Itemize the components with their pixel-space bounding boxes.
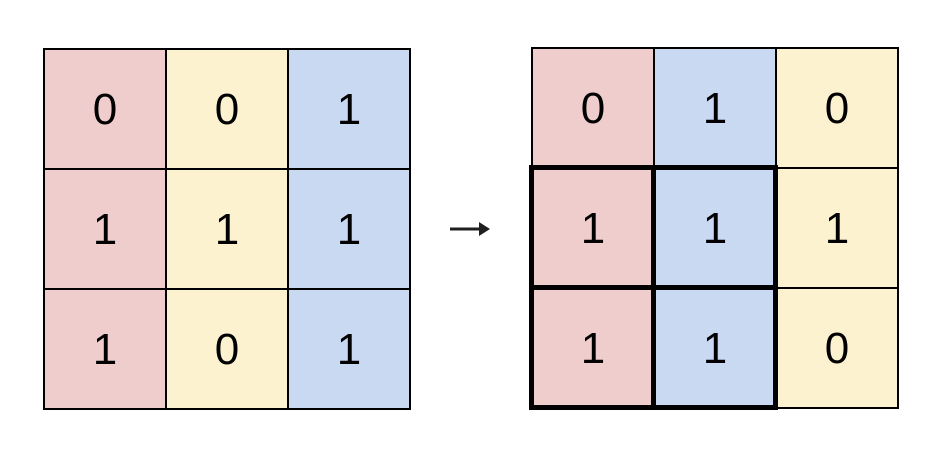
matrix-cell: 0 (166, 49, 288, 169)
cell-value: 0 (824, 84, 850, 133)
cell-value: 1 (214, 205, 240, 254)
matrix-cell: 0 (776, 48, 898, 168)
matrix-cell: 1 (288, 169, 410, 289)
matrix-cell: 1 (44, 289, 166, 409)
matrix-cell: 0 (44, 49, 166, 169)
matrix-cell: 1 (532, 168, 654, 288)
cell-value: 1 (336, 85, 362, 134)
matrix-cell: 1 (288, 289, 410, 409)
matrix-cell: 0 (166, 289, 288, 409)
matrix-cell: 1 (44, 169, 166, 289)
matrix-cell: 0 (776, 288, 898, 408)
matrix-cell: 1 (654, 288, 776, 408)
matrix-cell: 0 (532, 48, 654, 168)
cell-value: 0 (580, 84, 606, 133)
arrow-glyph (450, 222, 490, 236)
cell-value: 1 (336, 205, 362, 254)
cell-value: 1 (702, 84, 728, 133)
matrix-cell: 1 (654, 48, 776, 168)
arrow-icon (449, 213, 491, 245)
matrix-cell: 1 (776, 168, 898, 288)
matrix-cell: 1 (654, 168, 776, 288)
cell-value: 0 (92, 85, 118, 134)
output-matrix: 0 1 0 1 1 1 1 1 0 (529, 47, 899, 410)
matrix-cell: 1 (288, 49, 410, 169)
cell-value: 1 (580, 204, 606, 253)
cell-value: 1 (580, 324, 606, 373)
cell-value: 1 (92, 205, 118, 254)
cell-value: 1 (824, 204, 850, 253)
cell-value: 0 (824, 324, 850, 373)
cell-value: 1 (92, 325, 118, 374)
matrix-cell: 1 (532, 288, 654, 408)
cell-value: 1 (702, 324, 728, 373)
matrix-cell: 1 (166, 169, 288, 289)
cell-value: 1 (702, 204, 728, 253)
input-matrix: 0 0 1 1 1 1 1 0 1 (43, 48, 411, 410)
cell-value: 0 (214, 325, 240, 374)
cell-value: 0 (214, 85, 240, 134)
cell-value: 1 (336, 325, 362, 374)
